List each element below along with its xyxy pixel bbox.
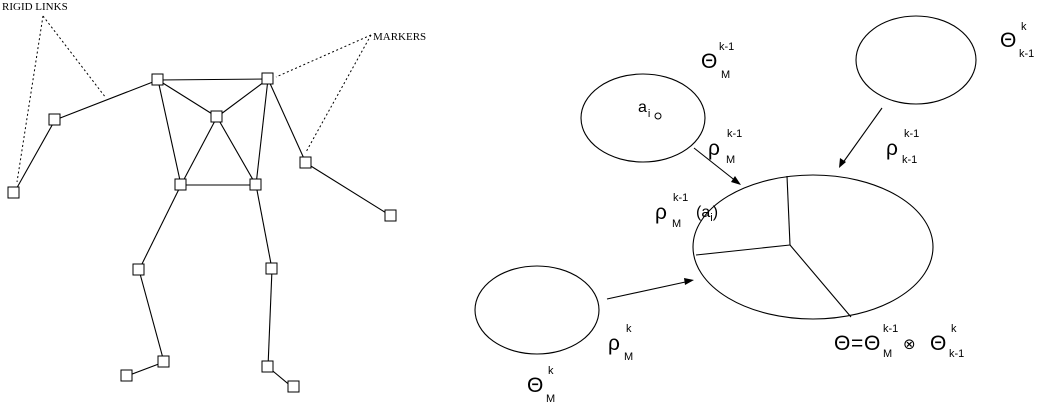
- equals-sign: =: [851, 332, 863, 355]
- link-rshoulder-chest: [216, 78, 269, 118]
- marker-right-hip: [249, 178, 262, 191]
- markers-label: MARKERS: [373, 31, 426, 43]
- link-right-shin: [267, 268, 273, 368]
- link-left-upper-arm: [54, 79, 159, 121]
- theta-superscript: k-1: [719, 41, 734, 53]
- link-left-shin: [138, 269, 165, 363]
- rho-symbol: ρ: [608, 332, 620, 355]
- mapping-arrows: [606, 107, 883, 300]
- rho-subscript: k-1: [902, 154, 917, 166]
- tensor-product-operator: ⊗: [903, 336, 916, 353]
- theta-term2-subscript: k-1: [949, 348, 964, 360]
- link-left-thigh: [138, 184, 182, 271]
- theta-superscript: k: [548, 365, 554, 377]
- rho-applied-label: ρ k-1 M (ai): [655, 192, 718, 230]
- rho-km1-k-label: ρ k-1 k-1: [886, 128, 919, 166]
- rho-superscript: k: [626, 323, 632, 335]
- partition-line-bottom: [789, 244, 852, 318]
- marker-right-toe: [287, 380, 300, 393]
- theta-superscript: k: [1021, 21, 1027, 33]
- point-ai-marker: [654, 112, 662, 120]
- theta-subscript: M: [721, 69, 730, 81]
- rho-subscript: M: [624, 351, 633, 363]
- markers-leader-left: [275, 34, 372, 78]
- marker-left-knee: [132, 263, 145, 276]
- marker-right-hand: [384, 209, 397, 222]
- set-ellipse-m-k: [474, 265, 600, 355]
- marker-left-elbow: [48, 113, 61, 126]
- marker-chest: [210, 110, 223, 123]
- theta-subscript: M: [546, 393, 555, 405]
- link-right-torso: [255, 78, 269, 186]
- marker-left-toe: [120, 369, 133, 382]
- rho-argument: (ai): [696, 204, 718, 224]
- marker-left-ankle: [157, 355, 170, 368]
- marker-left-hip: [174, 178, 187, 191]
- marker-right-shoulder: [261, 72, 274, 85]
- arrowhead-rho-km1-k: [839, 158, 846, 168]
- set-ellipse-km1-k: [855, 15, 977, 105]
- set-ellipse-m-km1: [580, 73, 706, 163]
- link-right-forearm: [305, 162, 392, 217]
- theta-product-lhs: Θ: [834, 332, 850, 355]
- marker-left-hand: [7, 186, 20, 199]
- theta-subscript: k-1: [1019, 48, 1034, 60]
- rho-symbol: ρ: [886, 137, 898, 160]
- theta-term1-subscript: M: [883, 348, 892, 360]
- rho-superscript: k-1: [904, 128, 919, 140]
- marker-right-elbow: [299, 156, 312, 169]
- theta-symbol: Θ: [1000, 29, 1016, 52]
- skeleton-figure: RIGID LINKS MARKERS: [2, 1, 426, 393]
- markers: [7, 72, 397, 393]
- marker-left-shoulder: [151, 73, 164, 86]
- link-chest-rhip: [216, 116, 257, 186]
- rho-symbol: ρ: [708, 137, 720, 160]
- arrowhead-rho-m-k: [684, 278, 694, 285]
- rho-symbol: ρ: [655, 201, 667, 224]
- arrowhead-rho-m-km1: [731, 176, 741, 185]
- arrow-rho-km1-k: [841, 107, 883, 165]
- rigid-links: [13, 78, 392, 388]
- rigid-links-leader-left: [16, 15, 44, 183]
- rho-m-k-label: ρ k M: [608, 323, 633, 363]
- product-equation: Θ = Θ k-1 M ⊗ Θ k k-1: [834, 323, 964, 360]
- partition-line-top: [786, 175, 791, 246]
- theta-term2-symbol: Θ: [930, 332, 946, 355]
- rho-superscript: k-1: [673, 192, 688, 204]
- rho-subscript: M: [726, 154, 735, 166]
- theta-km1-k-label: Θ k k-1: [1000, 21, 1034, 60]
- arrow-rho-m-km1: [693, 147, 738, 183]
- link-right-thigh: [255, 184, 273, 270]
- link-right-upper-arm: [267, 78, 307, 164]
- rho-superscript: k-1: [727, 128, 742, 140]
- arrow-rho-m-k: [606, 280, 691, 300]
- markers-leader-right: [305, 34, 372, 153]
- marker-right-ankle: [261, 360, 274, 373]
- theta-term1-symbol: Θ: [864, 332, 880, 355]
- theta-m-k-label: Θ k M: [527, 365, 555, 405]
- theta-term1-superscript: k-1: [883, 323, 898, 335]
- point-ai-label: ai: [638, 99, 650, 120]
- link-chest-lhip: [180, 116, 218, 186]
- rho-subscript: M: [672, 218, 681, 230]
- partition-line-left: [695, 244, 791, 256]
- theta-symbol: Θ: [527, 374, 543, 397]
- link-left-torso: [157, 79, 182, 186]
- theta-term2-superscript: k: [951, 323, 957, 335]
- set-diagram: ai Θ k-1 M Θ k k-1 Θ k M: [474, 15, 1034, 405]
- product-set-ellipse: [692, 174, 934, 320]
- rigid-links-leader-right: [42, 15, 107, 99]
- theta-symbol: Θ: [701, 50, 717, 73]
- marker-right-knee: [265, 262, 278, 275]
- link-shoulders: [157, 78, 269, 81]
- link-lshoulder-chest: [157, 79, 218, 118]
- rigid-links-label: RIGID LINKS: [2, 1, 68, 13]
- theta-m-km1-label: Θ k-1 M: [701, 41, 734, 81]
- link-left-forearm: [13, 119, 56, 194]
- rho-m-km1-label: ρ k-1 M: [708, 128, 742, 166]
